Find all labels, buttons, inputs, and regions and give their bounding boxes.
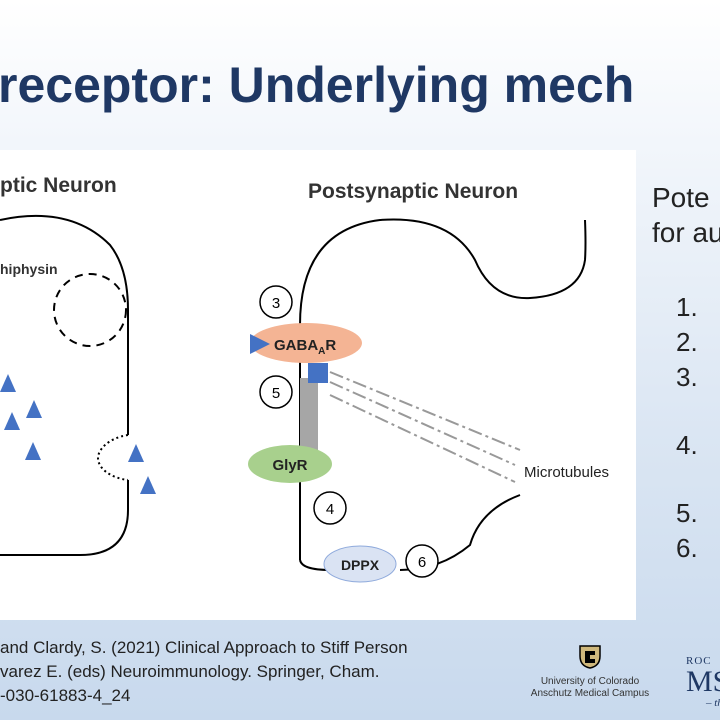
marker-5: 5 [259, 375, 293, 409]
gaba-molecule [140, 476, 156, 494]
microtubules-label: Microtubules [524, 464, 609, 481]
synapse-diagram: Microtubules GABAAR GlyR DPPX 3 5 4 6 [0, 174, 609, 583]
microtubules [329, 371, 521, 483]
scaffold-linker [300, 378, 318, 450]
presynaptic-heading: ptic Neuron [0, 174, 117, 197]
list-number: 6. [676, 533, 698, 563]
cu-line-1: University of Colorado [540, 676, 640, 687]
endocytic-site [96, 434, 129, 481]
citation-line: varez E. (eds) Neuroimmunology. Springer… [0, 662, 380, 681]
msu-logo: ROC MS – the [686, 655, 720, 709]
citation-line: -030-61883-4_24 [0, 686, 131, 705]
gaba-molecule [4, 412, 20, 430]
svg-text:4: 4 [326, 501, 334, 518]
cu-line-2: Anschutz Medical Campus [530, 688, 650, 699]
msu-tagline: – the [706, 697, 720, 709]
marker-4: 4 [313, 491, 347, 525]
list-number: 4. [676, 430, 698, 460]
side-panel-text: Pote for au [652, 180, 720, 250]
gaba-a-receptor-label: GABAAR [274, 337, 336, 357]
side-line: Pote [652, 182, 710, 213]
svg-text:3: 3 [272, 295, 280, 312]
receptor-anchor-square [308, 363, 328, 383]
postsynaptic-membrane [299, 218, 587, 560]
amphiphysin-label: hiphysin [0, 261, 58, 277]
list-number: 2. [676, 327, 698, 357]
svg-text:5: 5 [272, 385, 280, 402]
gaba-molecule [25, 442, 41, 460]
citation-line: and Clardy, S. (2021) Clinical Approach … [0, 638, 408, 657]
dppx-protein [323, 545, 397, 583]
glycine-receptor-label: GlyR [272, 457, 307, 474]
mechanism-figure: Microtubules GABAAR GlyR DPPX 3 5 4 6 [0, 150, 636, 620]
gaba-molecule [128, 444, 144, 462]
list-number: 5. [676, 498, 698, 528]
presynaptic-membrane [0, 214, 129, 556]
svg-text:6: 6 [418, 554, 426, 571]
gaba-molecule [26, 400, 42, 418]
gaba-bound-marker [250, 334, 270, 354]
cu-anschutz-logo: University of Colorado Anschutz Medical … [520, 644, 660, 700]
gaba-a-receptor [250, 323, 362, 363]
citation: and Clardy, S. (2021) Clinical Approach … [0, 636, 408, 708]
cu-emblem-icon [579, 645, 601, 669]
synaptic-vesicle-dashed [53, 273, 127, 347]
marker-3: 3 [259, 285, 293, 319]
list-number: 1. [676, 292, 698, 322]
list-number: 3. [676, 362, 698, 392]
side-line: for au [652, 217, 720, 248]
slide-title: receptor: Underlying mech [0, 57, 635, 113]
dppx-label: DPPX [341, 557, 380, 573]
glycine-receptor [248, 445, 332, 483]
gaba-molecule [0, 374, 16, 392]
marker-6: 6 [405, 544, 439, 578]
postsynaptic-heading: Postsynaptic Neuron [308, 180, 518, 203]
msu-top-text: ROC [686, 655, 712, 667]
msu-big-text: MS [686, 665, 720, 698]
